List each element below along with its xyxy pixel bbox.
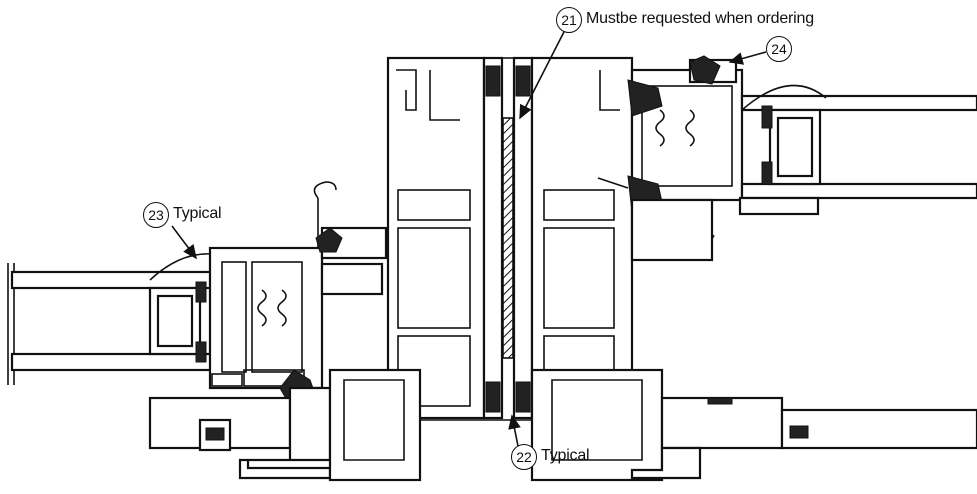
left-outer-frame [148, 386, 332, 480]
left-sash-profile [208, 181, 388, 403]
callout-21-text: Mustbe requested when ordering [586, 10, 814, 27]
callout-21-number: 21 [556, 7, 582, 33]
callout-23-number: 23 [143, 202, 169, 228]
central-mullion [328, 56, 664, 482]
leader-22 [508, 414, 521, 447]
callout-24-number: 24 [766, 36, 792, 62]
right-sash-profile [597, 55, 744, 262]
callout-22-text: Typical [541, 447, 590, 464]
leader-24 [728, 51, 767, 65]
callout-23-text: Typical [173, 205, 222, 222]
left-glazing-panel [7, 253, 214, 385]
callout-22-number: 22 [511, 444, 537, 470]
right-glazing-panel [738, 84, 977, 216]
right-outer-frame [630, 396, 977, 480]
leader-21 [519, 23, 569, 120]
leader-23 [171, 225, 197, 260]
